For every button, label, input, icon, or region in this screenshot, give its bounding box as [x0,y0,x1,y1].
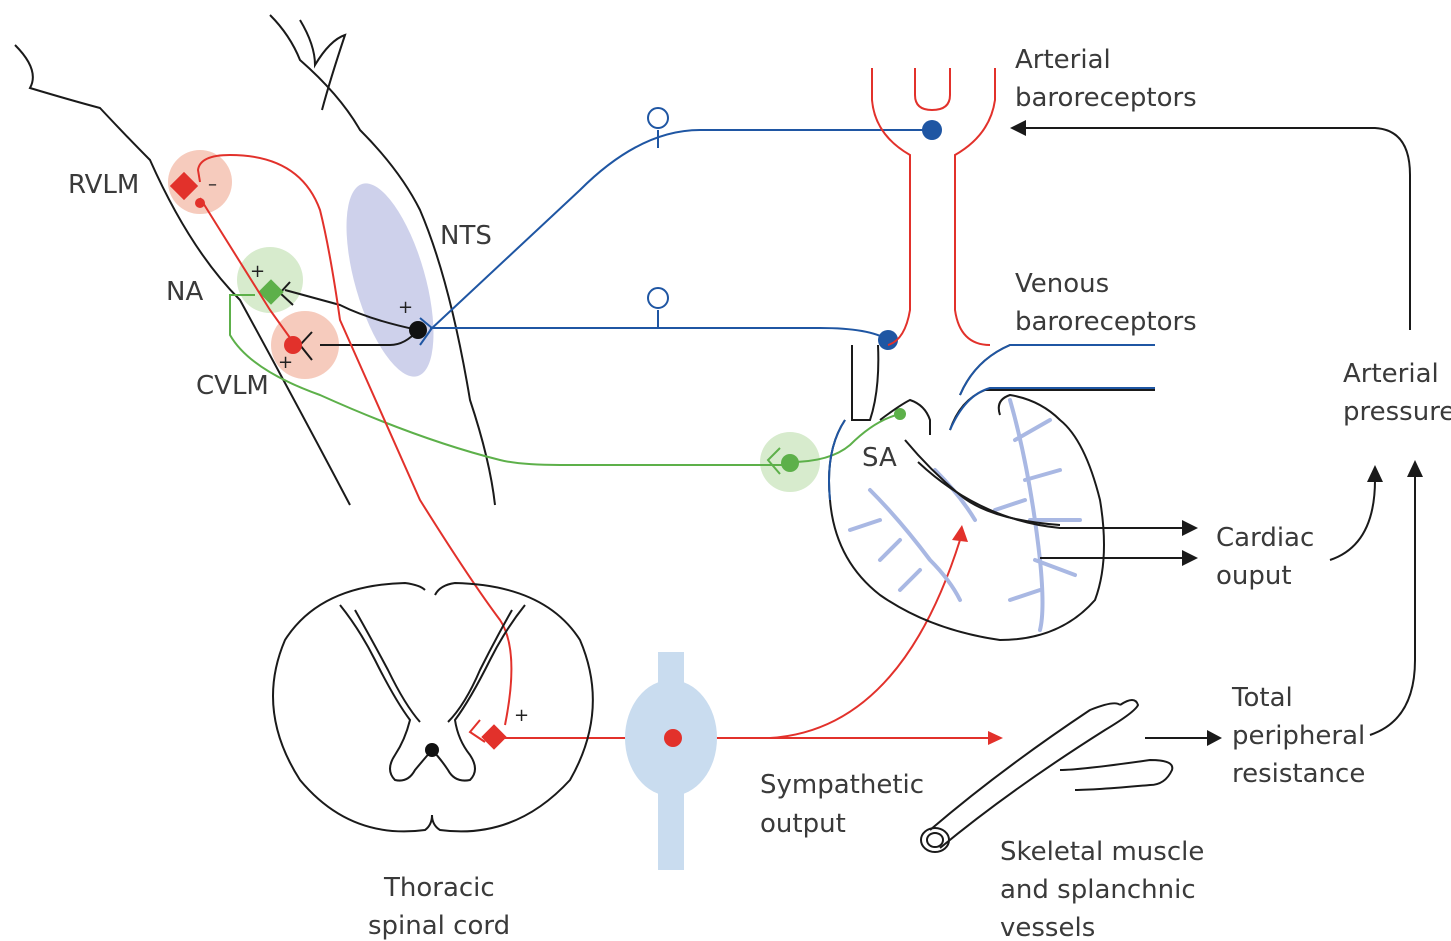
label-rvlm: RVLM [68,170,139,200]
sa-node-pointer [905,440,1060,525]
cvlm-plus-sign: + [278,352,293,373]
label-sympathetic-output-line1: Sympathetic [760,770,924,800]
flow-arrows [918,128,1415,738]
label-arterial-pressure-line1: Arterial [1343,359,1439,389]
label-tpr-line3: resistance [1232,759,1365,789]
label-sympathetic-output-line2: output [760,809,846,839]
label-tpr-line1: Total [1231,683,1293,713]
label-vessels-line3: vessels [1000,913,1095,941]
coronary-vessels [850,400,1080,630]
spinal-cord [273,583,593,831]
rvlm-minus-sign: – [208,174,217,195]
cardiac-ganglion-neuron [781,454,799,472]
arterial-vessel [872,68,995,345]
label-arterial-baroreceptors-line1: Arterial [1015,45,1111,75]
afferent-ganglion-lower [648,288,668,308]
nts-region [329,174,451,386]
afferent-ganglion-upper [648,108,668,128]
heart-outline [829,345,1155,640]
label-thoracic-spinal-cord-line1: Thoracic [383,873,495,903]
preganglionic-neuron [481,724,506,749]
label-nts: NTS [440,221,492,251]
label-tpr-line2: peripheral [1232,721,1365,751]
label-venous-baroreceptors-line1: Venous [1015,269,1109,299]
label-arterial-baroreceptors-line2: baroreceptors [1015,83,1197,113]
label-cardiac-output-line2: ouput [1216,561,1292,591]
rvlm-terminal [195,198,205,208]
label-thoracic-spinal-cord-line2: spinal cord [368,911,510,941]
nts-neuron [409,321,427,339]
sympathetic-arrowhead-heart [952,525,968,542]
spinal-plus-sign: + [514,705,529,726]
postganglionic-neuron [664,729,682,747]
label-cvlm: CVLM [196,371,269,401]
sympathetic-arrowhead-vessels [988,731,1003,745]
arterial-baroreceptor-ending [922,120,942,140]
resistance-vessels [921,700,1172,852]
label-cardiac-output-line1: Cardiac [1216,523,1314,553]
label-arterial-pressure-line2: pressure [1343,397,1451,427]
label-na: NA [166,277,203,307]
venous-baroreceptor-ending [878,330,898,350]
label-vessels-line2: and splanchnic [1000,875,1196,905]
spinal-interneuron [425,743,439,757]
sympathetic-ganglion [625,652,717,870]
label-venous-baroreceptors-line2: baroreceptors [1015,307,1197,337]
baroreceptor-afferents [420,130,932,345]
label-vessels-line1: Skeletal muscle [1000,837,1204,867]
nts-plus-sign: + [398,297,413,318]
na-plus-sign: + [250,261,265,282]
label-sa: SA [862,443,897,473]
